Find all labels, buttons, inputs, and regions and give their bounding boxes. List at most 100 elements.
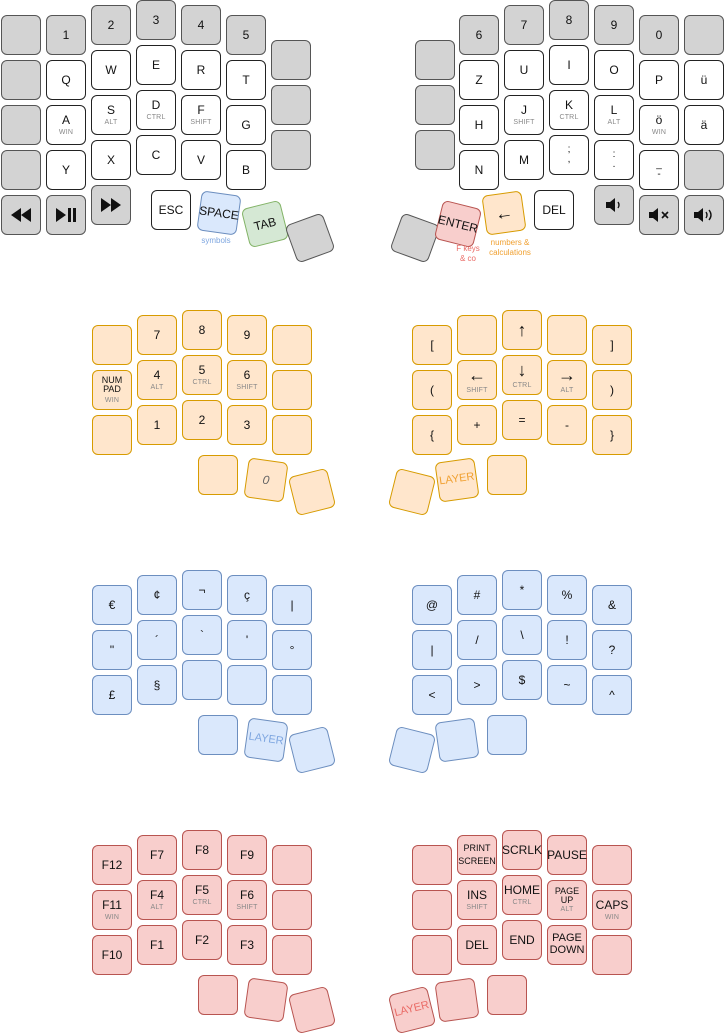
key-arrow-right: →ALT	[547, 360, 587, 400]
key-pound: £	[92, 675, 132, 715]
key-7: 7	[137, 315, 177, 355]
key-at: @	[412, 585, 452, 625]
key-lparen: (	[412, 370, 452, 410]
key-f8: F8	[182, 830, 222, 870]
key-3: 3	[227, 405, 267, 445]
key-5: 5	[226, 15, 266, 55]
key-c: C	[136, 135, 176, 175]
key-blank	[387, 467, 437, 517]
key-n: N	[459, 150, 499, 190]
caption-symbols: symbols	[201, 236, 231, 245]
key-caret: ^	[592, 675, 632, 715]
key-blank	[272, 325, 312, 365]
key-blank	[272, 675, 312, 715]
key-arrow-down: ↓CTRL	[502, 355, 542, 395]
key-0: 0	[639, 15, 679, 55]
key-del: DEL	[534, 190, 574, 230]
key-tab: TAB	[240, 199, 290, 249]
key-h: H	[459, 105, 499, 145]
key-f2: F2	[182, 920, 222, 960]
key-rewind	[1, 195, 41, 235]
key-blank	[284, 212, 336, 264]
key-blank	[198, 715, 238, 755]
key-exclamation: !	[547, 620, 587, 660]
key-9: 9	[227, 315, 267, 355]
key-layer: LAYER	[387, 985, 437, 1035]
key-blank	[198, 975, 238, 1015]
key-cent: ¢	[137, 575, 177, 615]
key-blank	[198, 455, 238, 495]
key-space: SPACE	[196, 190, 242, 236]
key-w: W	[91, 50, 131, 90]
key-blank	[592, 845, 632, 885]
key-play-pause	[46, 195, 86, 235]
key-blank	[1, 105, 41, 145]
key-blank	[415, 85, 455, 125]
key-u: U	[504, 50, 544, 90]
key-euro: €	[92, 585, 132, 625]
key-slash: /	[457, 620, 497, 660]
key-x: X	[91, 140, 131, 180]
key-blank	[592, 935, 632, 975]
key-blank	[1, 15, 41, 55]
key-print-screen: PRINT SCREEN	[457, 835, 497, 875]
key-ae: ä	[684, 105, 724, 145]
key-arrow-left: ←SHIFT	[457, 360, 497, 400]
key-9: 9	[594, 5, 634, 45]
key-layer: LAYER	[243, 717, 289, 763]
key-pause: PAUSE	[547, 835, 587, 875]
key-backslash: \	[502, 615, 542, 655]
key-apostrophe: '	[227, 620, 267, 660]
key-2: 2	[91, 5, 131, 45]
key-blank	[92, 415, 132, 455]
key-enter: ENTER	[433, 199, 483, 249]
key-blank	[272, 370, 312, 410]
key-2: 2	[182, 400, 222, 440]
key-equals: =	[502, 400, 542, 440]
key-blank	[271, 130, 311, 170]
key-p: P	[639, 60, 679, 100]
key-f9: F9	[227, 835, 267, 875]
volume-down-icon	[606, 198, 620, 212]
key-4: 4	[181, 5, 221, 45]
key-dollar: $	[502, 660, 542, 700]
key-colon: : .	[594, 140, 634, 180]
key-b: B	[226, 150, 266, 190]
key-q: Q	[46, 60, 86, 100]
key-r: R	[181, 50, 221, 90]
key-f12: F12	[92, 845, 132, 885]
key-bar: |	[412, 630, 452, 670]
key-o: O	[594, 50, 634, 90]
key-blank	[271, 85, 311, 125]
key-7: 7	[504, 5, 544, 45]
key-rparen: )	[592, 370, 632, 410]
key-1: 1	[46, 15, 86, 55]
key-star: *	[502, 570, 542, 610]
key-rbracket: ]	[592, 325, 632, 365]
key-page-down: PAGE DOWN	[547, 925, 587, 965]
key-blank	[272, 845, 312, 885]
mute-icon	[649, 208, 669, 222]
key-backspace: ←	[481, 190, 527, 236]
key-grave: `	[182, 615, 222, 655]
key-blank	[287, 725, 337, 775]
key-blank	[389, 212, 441, 264]
key-mute	[639, 195, 679, 235]
key-del: DEL	[457, 925, 497, 965]
key-f3: F3	[227, 925, 267, 965]
key-section: §	[137, 665, 177, 705]
